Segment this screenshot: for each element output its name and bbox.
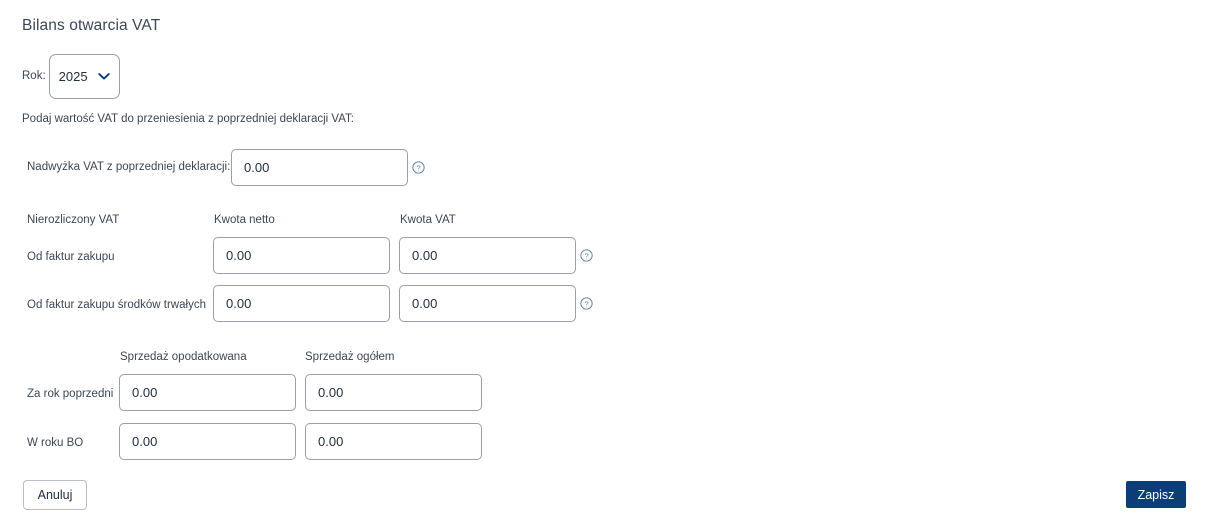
bo-year-total-value: 0.00 <box>318 434 344 449</box>
total-sales-header: Sprzedaż ogółem <box>305 351 395 363</box>
purchase-invoices-label: Od faktur zakupu <box>27 251 115 263</box>
cancel-button[interactable]: Anuluj <box>23 480 87 510</box>
help-circle-icon[interactable]: ? <box>412 161 425 174</box>
unsettled-vat-header: Kwota VAT <box>400 214 456 226</box>
unsettled-net-header: Kwota netto <box>214 214 275 226</box>
fixed-assets-net-value: 0.00 <box>226 296 252 311</box>
year-selector-row: Rok: 2025 <box>22 53 120 99</box>
fixed-assets-invoices-label: Od faktur zakupu środków trwałych <box>27 299 206 311</box>
bo-year-taxed-value: 0.00 <box>132 434 158 449</box>
purchase-invoices-vat-value: 0.00 <box>412 248 438 263</box>
purchase-invoices-vat-input[interactable]: 0.00 <box>399 237 576 274</box>
bo-year-label: W roku BO <box>27 437 84 449</box>
unsettled-row-header: Nierozliczony VAT <box>27 214 120 226</box>
previous-year-taxed-value: 0.00 <box>132 385 158 400</box>
hint-text: Podaj wartość VAT do przeniesienia z pop… <box>22 113 354 125</box>
surplus-input-value: 0.00 <box>244 160 270 175</box>
chevron-down-icon <box>97 69 111 83</box>
previous-year-label: Za rok poprzedni <box>27 388 114 400</box>
bo-year-total-input[interactable]: 0.00 <box>305 423 482 460</box>
year-select-value: 2025 <box>58 68 88 84</box>
surplus-label: Nadwyżka VAT z poprzedniej deklaracji: <box>27 161 231 173</box>
previous-year-taxed-input[interactable]: 0.00 <box>119 374 296 411</box>
year-select[interactable]: 2025 <box>48 53 120 99</box>
purchase-invoices-net-input[interactable]: 0.00 <box>213 237 390 274</box>
svg-text:?: ? <box>584 300 588 309</box>
surplus-input[interactable]: 0.00 <box>231 149 408 186</box>
save-button[interactable]: Zapisz <box>1126 481 1186 508</box>
svg-text:?: ? <box>584 252 588 261</box>
bo-year-taxed-input[interactable]: 0.00 <box>119 423 296 460</box>
previous-year-total-input[interactable]: 0.00 <box>305 374 482 411</box>
purchase-invoices-net-value: 0.00 <box>226 248 252 263</box>
page-title: Bilans otwarcia VAT <box>22 17 161 34</box>
help-circle-icon[interactable]: ? <box>580 297 593 310</box>
previous-year-total-value: 0.00 <box>318 385 344 400</box>
help-circle-icon[interactable]: ? <box>580 249 593 262</box>
fixed-assets-vat-value: 0.00 <box>412 296 438 311</box>
fixed-assets-net-input[interactable]: 0.00 <box>213 285 390 322</box>
fixed-assets-vat-input[interactable]: 0.00 <box>399 285 576 322</box>
svg-text:?: ? <box>416 164 420 173</box>
year-label: Rok: <box>22 70 46 82</box>
taxed-sales-header: Sprzedaż opodatkowana <box>120 351 247 363</box>
